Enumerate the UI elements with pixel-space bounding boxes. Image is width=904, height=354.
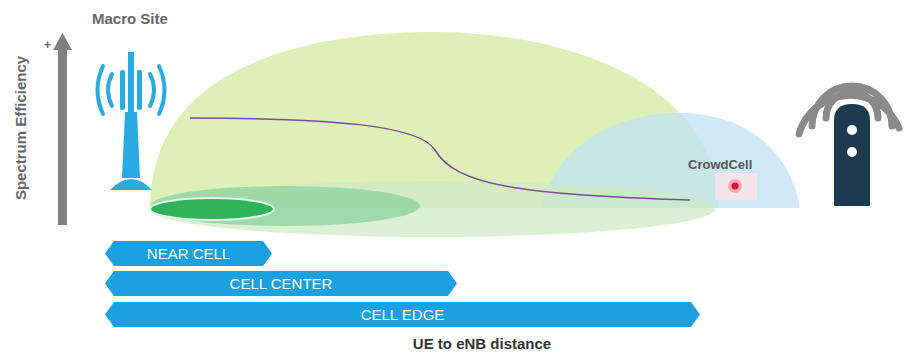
- band-label: NEAR CELL: [105, 241, 272, 266]
- crowdcell-dot: [728, 179, 742, 193]
- cell-edge-zone: [149, 181, 715, 237]
- axis-title: Spectrum Efficiency: [12, 56, 29, 200]
- efficiency-curve: [190, 118, 690, 200]
- axis-plus: +: [44, 38, 51, 52]
- near-cell-zone: [150, 198, 274, 220]
- cell-center-zone: [150, 186, 420, 226]
- band-fill: [105, 302, 700, 327]
- band-label: CELL EDGE: [105, 302, 700, 327]
- band-fill: [105, 241, 272, 266]
- distance-band: NEAR CELL: [105, 241, 272, 266]
- crowdcell-device: [799, 86, 899, 206]
- macro-tower: [110, 52, 152, 190]
- radio-waves: [98, 66, 165, 114]
- axis-title: UE to eNB distance: [413, 335, 551, 352]
- axis-arrow: [53, 33, 72, 225]
- distance-band: CELL CENTER: [105, 271, 457, 296]
- distance-band: CELL EDGE: [105, 302, 700, 327]
- crowdcell-dot: [732, 183, 739, 190]
- band-fill: [105, 271, 457, 296]
- device-label: CrowdCell: [688, 157, 752, 172]
- band-label: CELL CENTER: [105, 271, 457, 296]
- site-label: Macro Site: [92, 10, 168, 27]
- crowdcell-box: [715, 173, 757, 200]
